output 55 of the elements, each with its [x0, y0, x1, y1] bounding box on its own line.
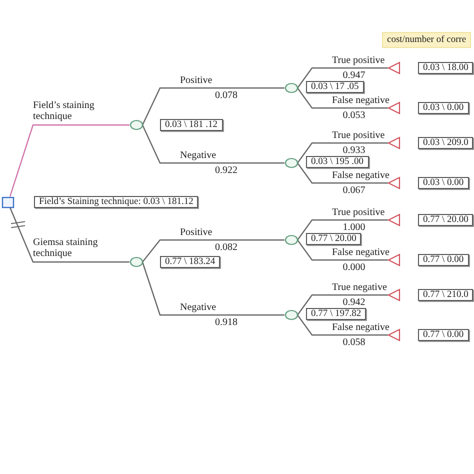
value-box: 0.03 \ 17 .05	[306, 81, 364, 93]
branch-label: False negative	[332, 95, 390, 106]
value-box: Field’s Staining technique: 0.03 \ 181.12	[34, 196, 198, 208]
terminal-node	[388, 177, 400, 189]
branch-label: False negative	[332, 170, 390, 181]
terminal-node	[388, 214, 400, 226]
probability-label: 0.942	[342, 298, 366, 308]
probability-label: 0.918	[215, 318, 238, 328]
terminal-node	[388, 102, 400, 114]
branch-label: Negative	[180, 302, 216, 313]
value-box: 0.77 \ 210.0	[418, 289, 474, 301]
value-box: 0.77 \ 197.82	[306, 308, 366, 320]
value-box: 0.03 \ 0.00	[418, 102, 469, 114]
probability-label: 0.947	[342, 71, 366, 81]
value-box: 0.77 \ 0.00	[418, 254, 469, 266]
probability-label: 0.058	[342, 338, 366, 348]
chance-node	[130, 257, 142, 267]
value-box: 0.03 \ 181 .12	[160, 119, 223, 131]
branch-label: Positive	[180, 227, 212, 238]
value-box: 0.77 \ 183.24	[160, 256, 220, 268]
branch-label: False negative	[332, 247, 390, 258]
value-box: 0.03 \ 195 .00	[306, 156, 369, 168]
value-box: 0.03 \ 209.0	[418, 137, 474, 149]
value-box: 0.77 \ 0.00	[418, 329, 469, 341]
value-box: 0.03 \ 0.00	[418, 177, 469, 189]
value-box: 0.03 \ 18.00	[418, 62, 474, 74]
branch-label: True negative	[332, 282, 387, 293]
chance-node	[284, 83, 298, 93]
branch-label: False negative	[332, 322, 390, 333]
branch-label: True positive	[332, 207, 385, 218]
chance-node	[284, 158, 298, 168]
chance-node	[284, 310, 298, 320]
probability-label: 0.000	[342, 263, 366, 273]
terminal-node	[388, 329, 400, 341]
probability-label: 0.078	[215, 91, 238, 101]
branch-label: True positive	[332, 130, 385, 141]
chance-node	[284, 235, 298, 245]
value-box: 0.77 \ 20.00	[306, 233, 362, 245]
branch-label: Negative	[180, 150, 216, 161]
branch-label: True positive	[332, 55, 385, 66]
probability-label: 0.933	[342, 146, 366, 156]
value-box: 0.77 \ 20.00	[418, 214, 474, 226]
column-header: cost/number of corre	[382, 32, 472, 48]
terminal-node	[388, 289, 400, 301]
probability-label: 0.053	[342, 111, 366, 121]
probability-label: 1.000	[342, 223, 366, 233]
decision-node	[2, 196, 14, 208]
chance-node	[130, 120, 142, 130]
probability-label: 0.067	[342, 186, 366, 196]
terminal-node	[388, 62, 400, 74]
branch-label: Positive	[180, 75, 212, 86]
probability-label: 0.922	[215, 166, 238, 176]
terminal-node	[388, 137, 400, 149]
probability-label: 0.082	[215, 243, 238, 253]
terminal-node	[388, 254, 400, 266]
